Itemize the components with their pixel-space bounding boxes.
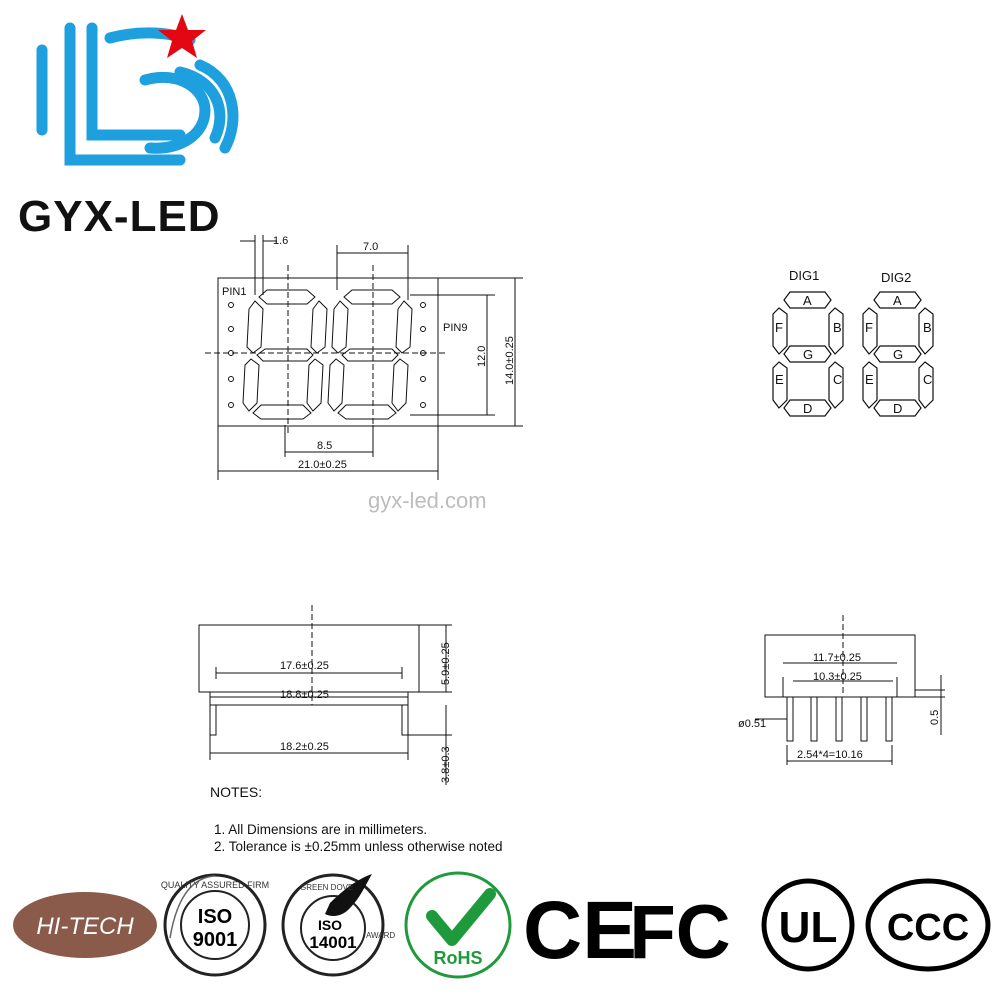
- dove-icon: [325, 874, 372, 916]
- end-view-drawing: 11.7±0.25 10.3±0.25 ø0.51 2.54*4=10.16 0…: [738, 615, 945, 765]
- seg-a-label: A: [803, 293, 812, 308]
- watermark: gyx-led.com: [368, 488, 487, 513]
- logo-stroke: [86, 22, 186, 141]
- pin9-label: PIN9: [443, 322, 467, 334]
- rohs-label: RoHS: [434, 948, 483, 968]
- logo-stroke: [139, 71, 211, 154]
- pin-left: [209, 704, 217, 736]
- ce-mark: CE: [523, 885, 637, 976]
- certification-badges: HI-TECH QUALITY ASSURED FIRM ISO 9001 GR…: [13, 871, 991, 979]
- ccc-label: CCC: [887, 907, 969, 949]
- dim-pin-length: 3.8±0.3: [440, 746, 452, 783]
- ul-badge: UL: [761, 878, 855, 972]
- dim-body-height: 14.0±0.25: [504, 336, 516, 385]
- seg-d-label: D: [803, 401, 812, 416]
- dim-digit-height: 12.0: [476, 346, 488, 367]
- seg-f-label: F: [775, 320, 783, 335]
- iso9001-ring: QUALITY ASSURED FIRM: [161, 880, 269, 890]
- seg-g-label: G: [893, 347, 903, 362]
- end-pin: [860, 696, 868, 742]
- hitech-badge: HI-TECH: [13, 892, 157, 958]
- dim-pin-dia: ø0.51: [738, 718, 766, 730]
- seg-e-label: E: [865, 372, 874, 387]
- note-item: 2. Tolerance is ±0.25mm unless otherwise…: [214, 839, 503, 854]
- dim-digit-width: 7.0: [363, 241, 378, 253]
- end-pin: [786, 696, 794, 742]
- side-body-outline: [198, 624, 420, 693]
- star-icon: [158, 14, 206, 58]
- side-view-drawing: 17.6±0.25 18.8±0.25 18.2±0.25 5.9±0.25 3…: [198, 605, 452, 785]
- iso14001-ring-right: AWARD: [366, 931, 395, 940]
- dim-top: 11.7±0.25: [813, 652, 861, 664]
- seg-a-label: A: [893, 293, 902, 308]
- company-logo: [36, 14, 239, 166]
- digit-2-outline: [327, 289, 413, 420]
- brand-name: GYX-LED: [18, 192, 221, 241]
- dim-inner: 17.6±0.25: [280, 660, 329, 672]
- dim-standoff: 0.5: [929, 710, 941, 725]
- iso14001-num: 14001: [309, 933, 356, 952]
- end-pin: [810, 696, 818, 742]
- dim-digit-pitch: 8.5: [317, 440, 332, 452]
- notes-title: NOTES:: [210, 784, 263, 800]
- display-body-outline: [217, 277, 439, 427]
- logo-stroke: [194, 59, 239, 154]
- dim-height: 5.9±0.25: [440, 642, 452, 685]
- checkmark-icon: [426, 888, 496, 946]
- pin-right: [401, 704, 409, 736]
- digit-2-segments: [862, 291, 934, 417]
- iso14001-top: ISO: [318, 917, 342, 933]
- seg-b-label: B: [923, 320, 932, 335]
- ccc-badge: CCC: [865, 878, 991, 972]
- dim-pin-pitch: 2.54*4=10.16: [797, 749, 863, 761]
- pin-holes-right: [420, 302, 426, 408]
- dim-mid: 10.3±0.25: [813, 671, 862, 683]
- seg-g-label: G: [803, 347, 813, 362]
- seg-c-label: C: [923, 372, 932, 387]
- rohs-badge: RoHS: [404, 871, 512, 979]
- seg-b-label: B: [833, 320, 842, 335]
- front-view-drawing: 1.6 7.0 PIN1 PIN9 12.0 14.0±0.25 8.5 21.…: [205, 235, 523, 480]
- digit-1-segments: [772, 291, 844, 417]
- digit-1-outline: [242, 289, 328, 420]
- end-pin: [835, 696, 843, 742]
- ul-label: UL: [779, 903, 838, 952]
- seg-f-label: F: [865, 320, 873, 335]
- digit-1-label: DIG1: [789, 268, 819, 283]
- digit-2-label: DIG2: [881, 270, 911, 285]
- pin1-label: PIN1: [222, 286, 246, 298]
- dim-segment-width: 1.6: [273, 235, 288, 247]
- end-pin: [885, 696, 893, 742]
- pin-holes-left: [228, 302, 234, 408]
- iso14001-badge: GREEN DOVE AWARD ISO 14001: [281, 873, 395, 977]
- fcc-label: FC: [629, 890, 730, 975]
- seg-e-label: E: [775, 372, 784, 387]
- seg-d-label: D: [893, 401, 902, 416]
- dim-pins: 18.2±0.25: [280, 741, 329, 753]
- note-item: 1. All Dimensions are in millimeters.: [214, 822, 428, 837]
- segment-diagram: DIG1 A B C D E F G DIG2 A B C D E F G: [772, 268, 934, 417]
- fcc-mark: FC: [629, 890, 730, 975]
- iso9001-num: 9001: [193, 929, 238, 951]
- dim-outer: 18.8±0.25: [280, 689, 329, 701]
- dim-body-width: 21.0±0.25: [298, 459, 347, 471]
- logo-stroke: [64, 22, 186, 166]
- hitech-label: HI-TECH: [36, 913, 134, 940]
- iso9001-top: ISO: [198, 906, 232, 928]
- iso9001-badge: QUALITY ASSURED FIRM ISO 9001: [161, 873, 269, 977]
- iso14001-ring-left: GREEN DOVE: [300, 883, 353, 892]
- logo-stroke: [174, 66, 226, 144]
- end-body-outline: [764, 634, 916, 698]
- seg-c-label: C: [833, 372, 842, 387]
